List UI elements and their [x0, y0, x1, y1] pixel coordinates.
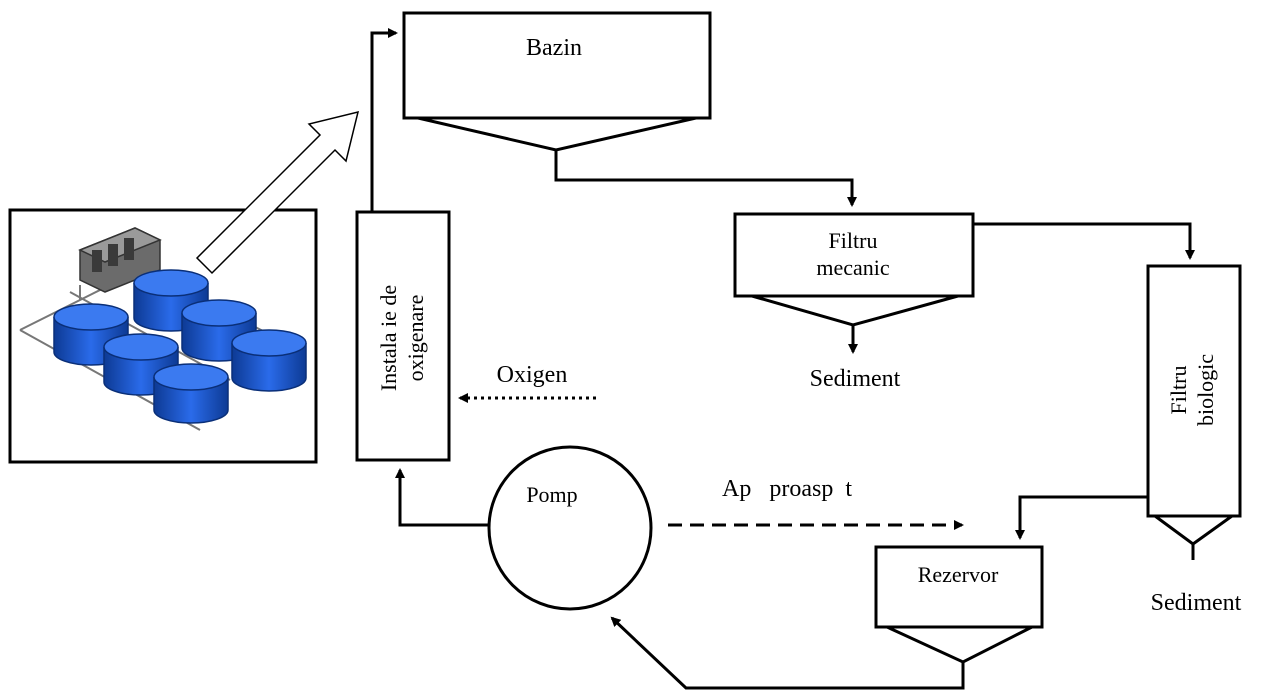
aquaculture-tanks-illustration [8, 208, 318, 464]
oxigenare-label-line1: Instala ie de [376, 285, 401, 391]
flow-lines [370, 28, 1195, 690]
sediment-mecanic-label: Sediment [810, 366, 901, 392]
pompa-block: Pomp [487, 445, 653, 611]
flow-oxigenare-to-bazin [370, 28, 398, 212]
apa-proaspata-label: Ap proasp t [722, 476, 852, 502]
filtru-mecanic-block: Filtru mecanic [733, 212, 975, 327]
flow-filtru-biologic-to-rezervor [1015, 495, 1148, 540]
fish-tank-icon [153, 363, 229, 424]
rezervor-block: Rezervor [874, 545, 1044, 664]
filtru-mecanic-label-line1: Filtru [829, 228, 878, 253]
bazin-block: Bazin [402, 11, 712, 152]
fish-tank-icon [181, 299, 257, 362]
filtru-biologic-label-line2: biologic [1193, 354, 1218, 426]
oxigen-label: Oxigen [497, 362, 568, 388]
oxigenare-label-line2: oxigenare [403, 295, 428, 382]
filtru-biologic-label-line1: Filtru [1166, 366, 1191, 415]
filtru-mecanic-label-line2: mecanic [816, 255, 890, 280]
pompa-label: Pomp [526, 482, 577, 507]
rezervor-label: Rezervor [918, 562, 999, 587]
flow-filtru-mecanic-to-filtru-biologic [973, 222, 1195, 260]
oxigenare-block: Instala ie de oxigenare [355, 210, 451, 462]
flow-pompa-to-oxigenare [395, 468, 489, 527]
flow-rezervor-to-pompa [610, 616, 965, 690]
fish-tank-icon [231, 329, 307, 392]
hollow-arrow-icon [195, 110, 360, 275]
sediment-biologic-label: Sediment [1151, 590, 1242, 616]
flow-bazin-to-filtru-mecanic [554, 150, 857, 207]
bazin-label: Bazin [526, 35, 582, 61]
filtru-biologic-block: Filtru biologic [1146, 264, 1242, 546]
